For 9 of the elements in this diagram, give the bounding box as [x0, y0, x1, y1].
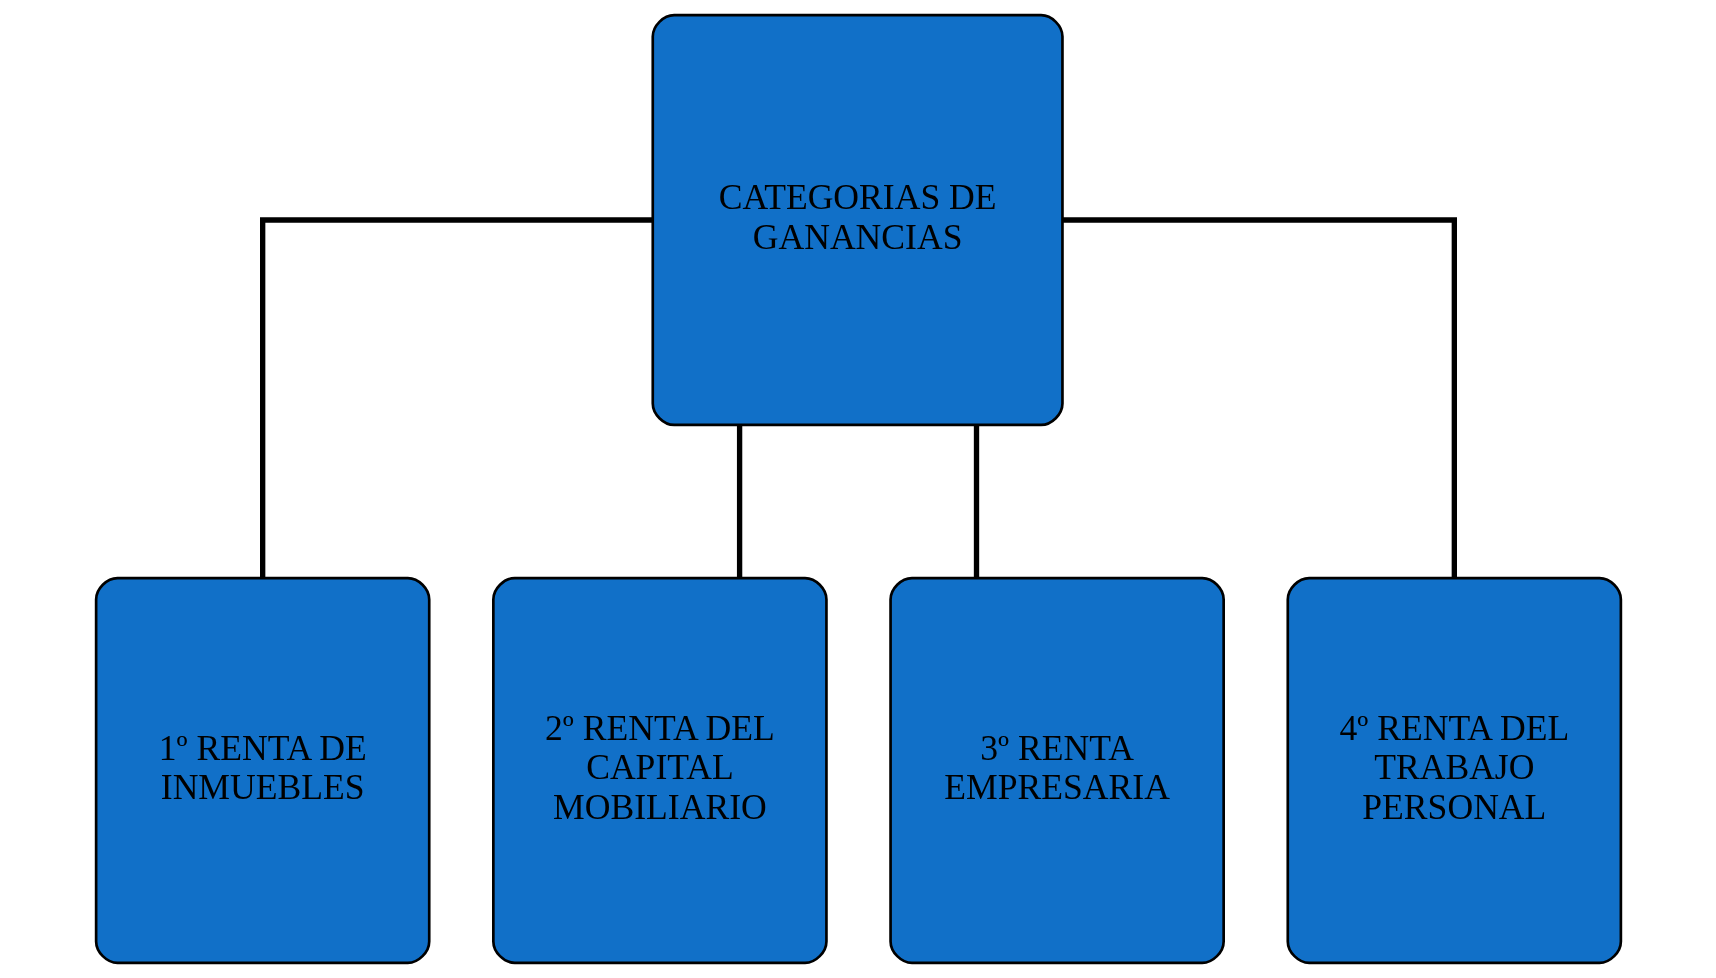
node-box: 2º RENTA DEL CAPITAL MOBILIARIO	[491, 576, 828, 965]
node-box: CATEGORIAS DE GANANCIAS	[650, 13, 1064, 427]
node-box: 4º RENTA DEL TRABAJO PERSONAL	[1285, 576, 1622, 965]
node-box: 1º RENTA DE INMUEBLES	[94, 576, 431, 965]
node-box: 3º RENTA EMPRESARIA	[888, 576, 1225, 965]
connector	[259, 217, 652, 578]
connector	[973, 425, 979, 578]
connector	[1062, 217, 1457, 578]
connector	[736, 425, 742, 578]
